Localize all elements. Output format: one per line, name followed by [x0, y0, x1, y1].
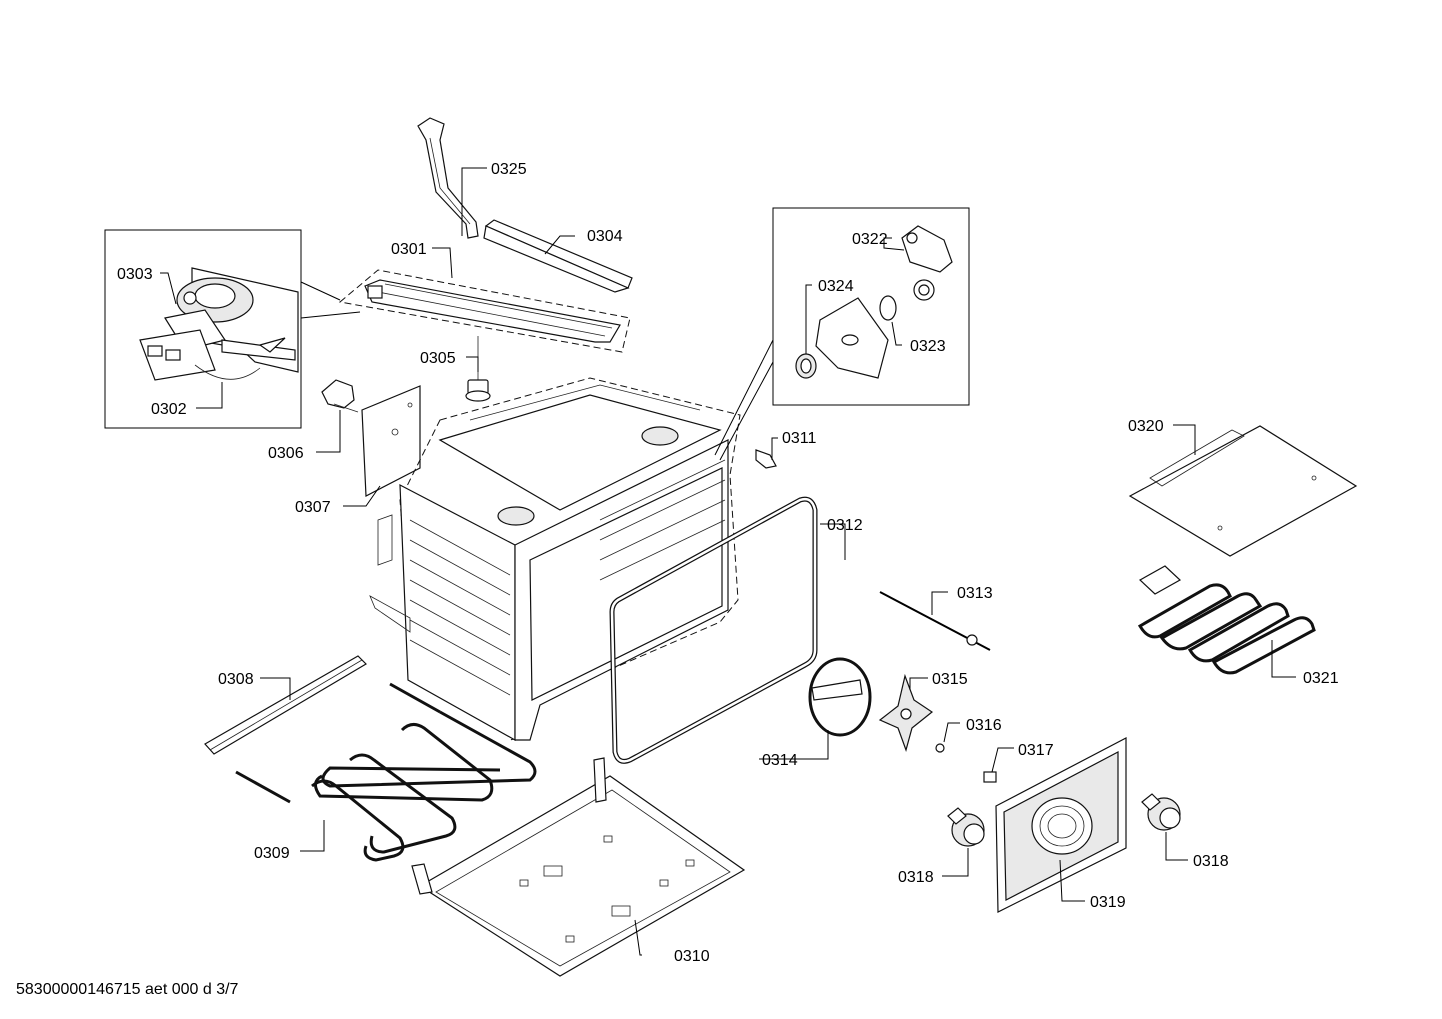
label-0309: 0309 — [254, 845, 290, 862]
top-heater-drawing — [1137, 565, 1316, 675]
duct-cover-drawing — [483, 219, 633, 293]
rail-0308-drawing — [204, 655, 367, 755]
label-0322: 0322 — [852, 231, 888, 248]
label-0318-right: 0318 — [1193, 853, 1229, 870]
lamp-socket-drawing — [795, 225, 953, 379]
label-0314: 0314 — [762, 752, 798, 769]
part-labels: 0325 0304 0301 0303 0302 0305 0306 0307 … — [117, 161, 1339, 965]
plate-0307-drawing — [361, 385, 421, 497]
rod-0313-drawing — [879, 591, 991, 651]
label-0304: 0304 — [587, 228, 623, 245]
detail-box-lamp — [714, 207, 970, 461]
label-0320: 0320 — [1128, 418, 1164, 435]
rear-panel-drawing — [995, 737, 1127, 913]
label-0316: 0316 — [966, 717, 1002, 734]
nut-0316-drawing — [935, 743, 945, 753]
label-0317: 0317 — [1018, 742, 1054, 759]
document-id: 58300000146715 aet 000 d 3/7 — [16, 981, 239, 998]
label-0305: 0305 — [420, 350, 456, 367]
top-panel-drawing — [1128, 425, 1358, 557]
label-0321: 0321 — [1303, 670, 1339, 687]
leader-lines — [160, 167, 1296, 956]
label-0319: 0319 — [1090, 894, 1126, 911]
label-0313: 0313 — [957, 585, 993, 602]
convection-fan-drawing — [878, 673, 934, 752]
detail-box-motor — [104, 229, 361, 429]
connector-0305-drawing — [465, 336, 491, 402]
bottom-heater-drawing — [235, 682, 537, 862]
bottom-panel-drawing — [411, 757, 746, 977]
hose-drawing — [417, 117, 479, 239]
door-gasket-drawing — [609, 496, 818, 764]
cooling-fan-motor-drawing — [139, 267, 299, 381]
label-0312: 0312 — [827, 517, 863, 534]
label-0323: 0323 — [910, 338, 946, 355]
label-0324: 0324 — [818, 278, 854, 295]
label-0301: 0301 — [391, 241, 427, 258]
oven-cavity-drawing — [369, 377, 741, 742]
label-0306: 0306 — [268, 445, 304, 462]
lamp-right-drawing — [1141, 793, 1181, 831]
ring-element-drawing — [808, 657, 872, 737]
fan-duct-drawing — [338, 269, 631, 353]
pin-0311-drawing — [755, 449, 777, 469]
label-0307: 0307 — [295, 499, 331, 516]
label-0303: 0303 — [117, 266, 153, 283]
sensor-0306-drawing — [321, 379, 359, 413]
lamp-left-drawing — [947, 807, 985, 847]
label-0308: 0308 — [218, 671, 254, 688]
label-0325: 0325 — [491, 161, 527, 178]
label-0310: 0310 — [674, 948, 710, 965]
label-0311: 0311 — [782, 430, 817, 447]
clip-0317-drawing — [983, 771, 997, 783]
label-0315: 0315 — [932, 671, 968, 688]
label-0302: 0302 — [151, 401, 187, 418]
label-0318-left: 0318 — [898, 869, 934, 886]
